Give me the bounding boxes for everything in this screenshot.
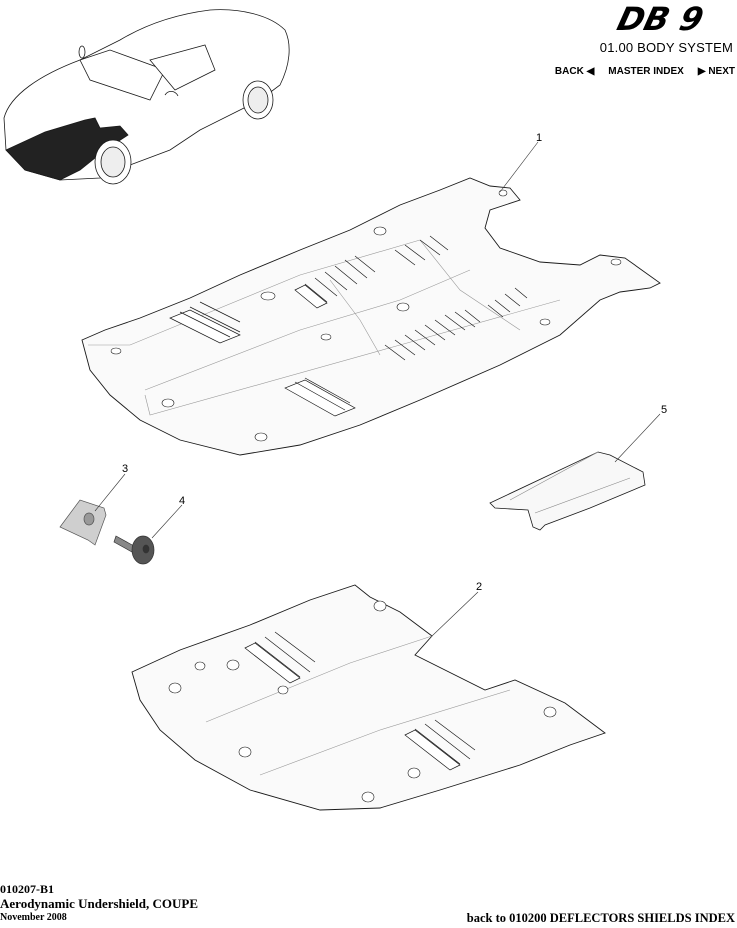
section-title: 01.00 BODY SYSTEM (599, 40, 733, 55)
document-info: 010207-B1 Aerodynamic Undershield, COUPE… (0, 882, 198, 925)
callout-1[interactable]: 1 (536, 132, 542, 144)
back-label: BACK (554, 66, 584, 77)
document-title: Aerodynamic Undershield, COUPE (0, 896, 199, 911)
db9-logo-graphic: DB 9 (614, 0, 708, 37)
logo-text: DB 9 (614, 0, 708, 37)
db9-logo: DB 9 (605, 0, 735, 38)
car-locator-thumbnail (3, 9, 290, 185)
master-index-link[interactable]: MASTER INDEX (608, 66, 684, 77)
triangle-right-icon: ▶ (697, 66, 706, 77)
part-3-clip-nut[interactable] (59, 499, 107, 546)
part-5-deflector-plate[interactable] (489, 451, 646, 531)
next-link[interactable]: ▶ NEXT (698, 66, 735, 77)
triangle-left-icon: ◀ (586, 66, 595, 77)
callout-leaders (94, 141, 661, 637)
louvers-group (244, 631, 476, 771)
part-1-main-undershield[interactable] (81, 177, 661, 456)
navigation-bar: BACK ◀ MASTER INDEX ▶ NEXT (555, 66, 735, 77)
document-code: 010207-B1 (0, 882, 54, 896)
part-4-fastener-bolt[interactable] (113, 535, 155, 565)
back-link[interactable]: BACK ◀ (555, 66, 594, 77)
next-label: NEXT (708, 66, 735, 77)
louvers-group (169, 235, 528, 417)
callout-3[interactable]: 3 (122, 463, 128, 475)
document-date: November 2008 (0, 912, 67, 923)
callout-4[interactable]: 4 (179, 495, 185, 507)
back-to-index-link[interactable]: back to 010200 DEFLECTORS SHIELDS INDEX (466, 911, 735, 925)
callout-2[interactable]: 2 (476, 581, 482, 593)
part-2-rear-undershield[interactable] (131, 584, 606, 811)
callout-5[interactable]: 5 (661, 404, 667, 416)
